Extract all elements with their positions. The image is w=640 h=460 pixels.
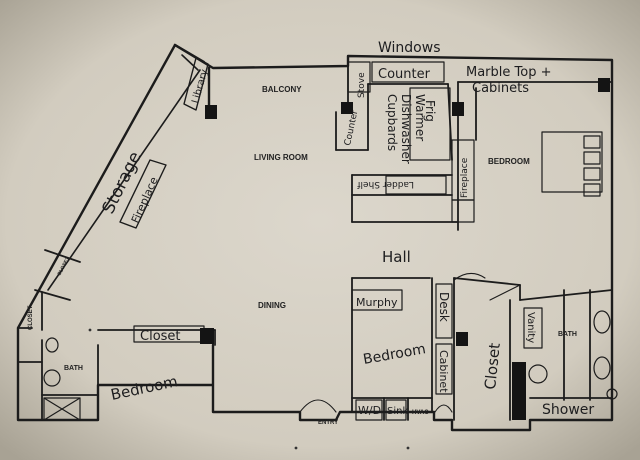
counter-top-label: Counter [378,67,431,82]
fireplace-right-label: Fireplace [460,157,470,198]
sink-label: Sink [387,406,408,417]
entry-label: ENTRY [318,420,338,426]
ladder-shelf-label: Ladder Shelf [356,179,414,189]
closet-left-label: CLOSET [28,305,34,330]
kitchen-cabinets [133,61,543,421]
hall-label: Hall [382,248,411,266]
cabinets-right-label: Cabinets [472,81,529,96]
cupboards-label: Cupbards [385,94,399,151]
doors [299,272,521,413]
fridge-label: Frig [423,100,437,122]
columns [200,78,610,420]
library-box [183,57,209,111]
bath-left-label: BATH [64,365,83,372]
windows-label: Windows [378,40,441,56]
closet-large-label: Closet [481,342,504,390]
bath-right-label: BATH [558,331,577,338]
dimension-ticks [88,328,410,450]
bath-fixtures [43,310,618,421]
hvac-label: HVAC [412,410,429,416]
interior-walls [17,65,613,421]
dishwasher-label: Dishwasher [399,94,413,164]
shower-label: Shower [542,402,594,418]
murphy-label: Murphy [356,296,398,309]
balcony-label: BALCONY [262,85,302,94]
bedroom-right-label: BEDROOM [488,157,530,166]
wd-label: W/D [358,404,381,417]
dining-label: DINING [258,301,286,310]
desk-label: Desk [437,292,451,322]
vanity-label: Vanity [525,312,536,343]
stove-label: Stove [357,72,367,98]
warmer-label: Warmer [413,94,427,141]
cabinet-mid-label: Cabinet [437,350,450,393]
closet-bottom-label: Closet [140,329,181,344]
living-room-label: LIVING ROOM [254,153,308,162]
storage-wall [47,54,201,291]
bed-icon [541,131,603,197]
left-fireplace-box [119,159,167,229]
marble-top-label: Marble Top + [466,65,551,80]
